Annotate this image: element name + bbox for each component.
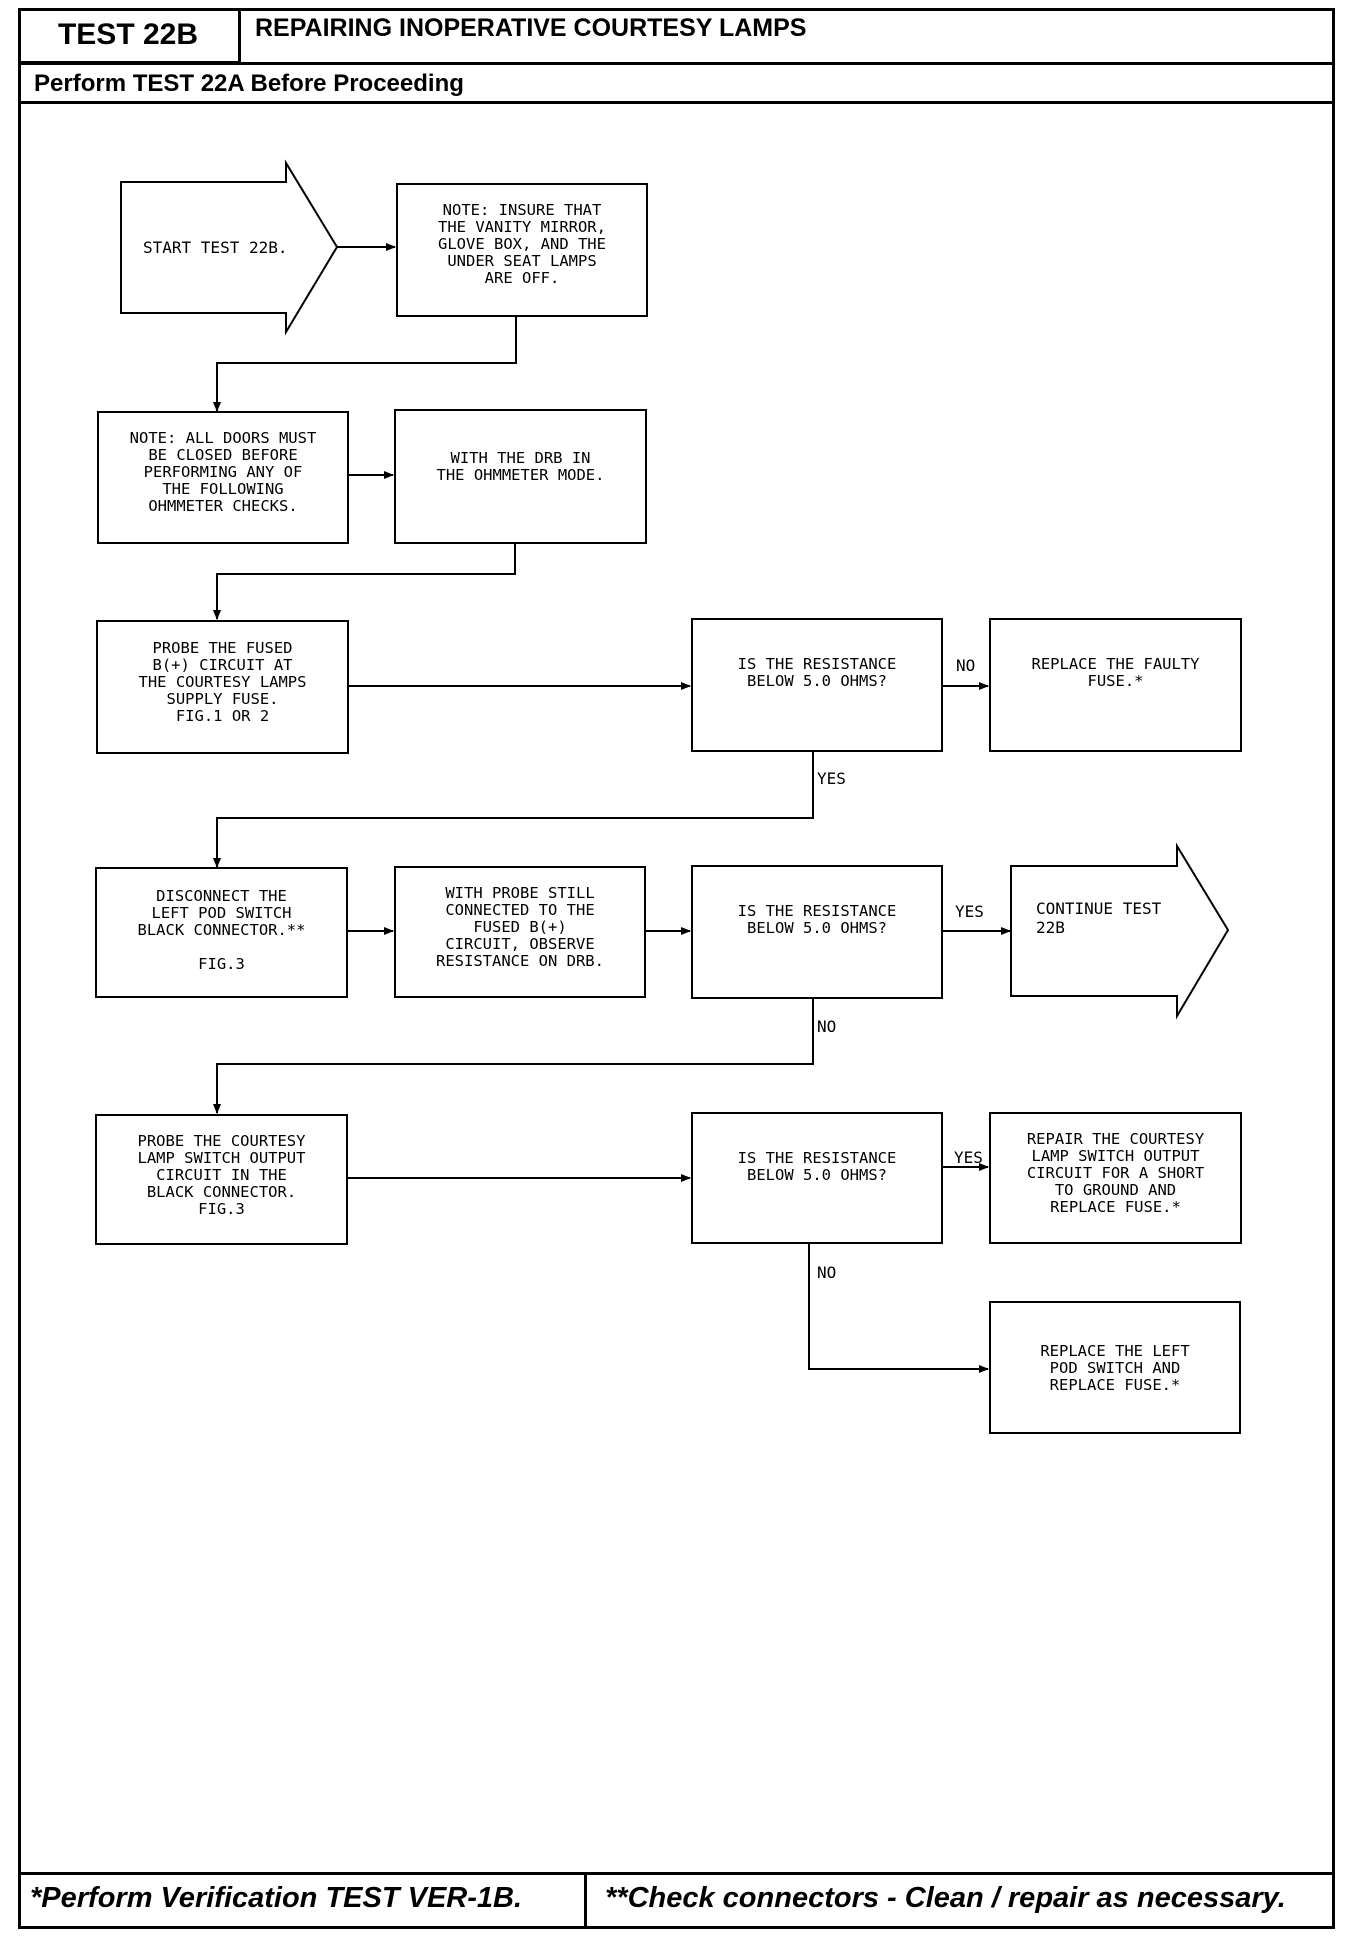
- start-test-label: START TEST 22B.: [143, 238, 288, 257]
- drb-mode-box: WITH THE DRB IN THE OHMMETER MODE.: [394, 409, 647, 544]
- observe-box: WITH PROBE STILL CONNECTED TO THE FUSED …: [394, 866, 646, 998]
- page-frame: [18, 8, 1335, 1929]
- connector-q2-no: [213, 998, 814, 1114]
- footer-separator: [584, 1872, 587, 1929]
- note-doors-box: NOTE: ALL DOORS MUST BE CLOSED BEFORE PE…: [97, 411, 349, 544]
- start-arrow-shape: [120, 159, 339, 336]
- q2-no-label: NO: [817, 1017, 837, 1036]
- connector-q1-yes: [213, 751, 814, 868]
- q2-yes-label: YES: [955, 902, 984, 921]
- connector-q3-no: [808, 1243, 989, 1373]
- subtitle-divider: [18, 101, 1335, 104]
- continue-arrow-shape: [1010, 842, 1230, 1020]
- q3-no-label: NO: [817, 1263, 837, 1282]
- connector-note-doors: [213, 316, 517, 412]
- connector-drb-probe: [213, 543, 516, 620]
- note-lamps-box: NOTE: INSURE THAT THE VANITY MIRROR, GLO…: [396, 183, 648, 317]
- footer-verification-note: *Perform Verification TEST VER-1B.: [30, 1882, 523, 1914]
- probe-fused-box: PROBE THE FUSED B(+) CIRCUIT AT THE COUR…: [96, 620, 349, 754]
- question-box-2: IS THE RESISTANCE BELOW 5.0 OHMS?: [691, 865, 943, 999]
- q1-yes-label: YES: [817, 769, 846, 788]
- q3-yes-label: YES: [954, 1148, 983, 1167]
- disconnect-box: DISCONNECT THE LEFT POD SWITCH BLACK CON…: [95, 867, 348, 998]
- continue-test-label: CONTINUE TEST 22B: [1036, 899, 1162, 937]
- page-subtitle: Perform TEST 22A Before Proceeding: [34, 70, 464, 97]
- question-box-1: IS THE RESISTANCE BELOW 5.0 OHMS?: [691, 618, 943, 752]
- footer-connector-note: **Check connectors - Clean / repair as n…: [605, 1882, 1286, 1914]
- question-box-3: IS THE RESISTANCE BELOW 5.0 OHMS?: [691, 1112, 943, 1244]
- page-title: REPAIRING INOPERATIVE COURTESY LAMPS: [255, 14, 807, 42]
- header-divider: [18, 62, 1335, 65]
- replace-fuse-box: REPLACE THE FAULTY FUSE.*: [989, 618, 1242, 752]
- repair-short-box: REPAIR THE COURTESY LAMP SWITCH OUTPUT C…: [989, 1112, 1242, 1244]
- probe-switch-box: PROBE THE COURTESY LAMP SWITCH OUTPUT CI…: [95, 1114, 348, 1245]
- replace-pod-box: REPLACE THE LEFT POD SWITCH AND REPLACE …: [989, 1301, 1241, 1434]
- footer-divider: [18, 1872, 1335, 1875]
- q1-no-label: NO: [956, 656, 976, 675]
